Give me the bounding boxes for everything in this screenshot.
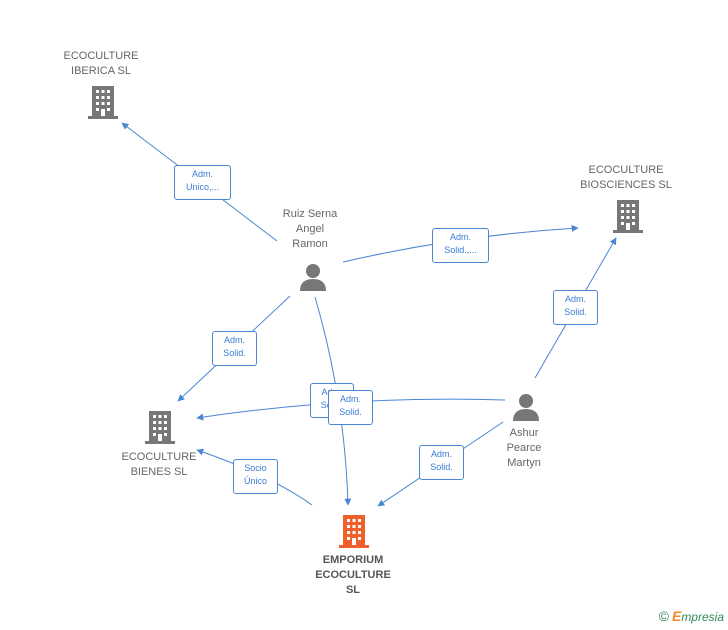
edge-label-line: Adm. bbox=[564, 294, 586, 304]
person-icon[interactable] bbox=[298, 262, 328, 297]
copyright-symbol: © bbox=[658, 608, 669, 624]
empresia-brand-text: mpresia bbox=[681, 610, 724, 624]
edge-label-line: Solid. bbox=[339, 407, 362, 417]
label-line: Martyn bbox=[507, 457, 541, 469]
label-line: Angel bbox=[295, 223, 325, 235]
edge-label-line: Solid.,... bbox=[444, 245, 477, 255]
edge-label-emporium-bienes[interactable]: Socio Único bbox=[233, 459, 278, 494]
edge-label-line: Solid. bbox=[223, 348, 246, 358]
edge-label-ashur-emporium[interactable]: Adm. Solid. bbox=[419, 445, 464, 480]
edge-label-ashur-biosciences[interactable]: Adm. Solid. bbox=[553, 290, 598, 325]
building-icon[interactable] bbox=[143, 409, 177, 450]
label-line: ECOCULTURE bbox=[121, 451, 197, 463]
edge-label-ruiz-emporium[interactable]: Adm. Solid. bbox=[328, 390, 373, 425]
main-company-building-icon[interactable] bbox=[337, 513, 371, 554]
edge-label-ruiz-bienes[interactable]: Adm. Solid. bbox=[212, 331, 257, 366]
label-line: Ramon bbox=[292, 238, 328, 250]
label-line: BIENES SL bbox=[130, 466, 188, 478]
edge-label-line: Único bbox=[243, 476, 267, 486]
company-label-ecoculture-iberica[interactable]: ECOCULTURE IBERICA SL bbox=[40, 49, 162, 79]
label-line: ECOCULTURE bbox=[315, 569, 391, 581]
label-line: Pearce bbox=[506, 442, 542, 454]
label-line: Ashur bbox=[509, 427, 539, 439]
edge-label-line: Solid. bbox=[564, 307, 587, 317]
edge-label-line: Solid. bbox=[430, 462, 453, 472]
empresia-credit[interactable]: ©Empresia bbox=[659, 608, 724, 624]
building-icon[interactable] bbox=[611, 198, 645, 239]
edge-label-line: Socio bbox=[244, 463, 267, 473]
company-label-emporium[interactable]: EMPORIUM ECOCULTURE SL bbox=[292, 553, 414, 598]
person-icon[interactable] bbox=[511, 392, 541, 427]
label-line: EMPORIUM bbox=[322, 554, 384, 566]
company-label-ecoculture-bienes[interactable]: ECOCULTURE BIENES SL bbox=[98, 450, 220, 480]
label-line: SL bbox=[345, 584, 361, 596]
building-icon[interactable] bbox=[86, 84, 120, 125]
empresia-logo-letter: E bbox=[671, 608, 682, 624]
label-line: IBERICA SL bbox=[71, 65, 131, 77]
edge-label-ruiz-iberica[interactable]: Adm. Unico,... bbox=[174, 165, 231, 200]
edge-label-line: Unico,... bbox=[185, 182, 219, 192]
edge-label-line: Adm. bbox=[449, 232, 471, 242]
company-label-ecoculture-biosciences[interactable]: ECOCULTURE BIOSCIENCES SL bbox=[565, 163, 687, 193]
edge-label-line: Adm. bbox=[191, 169, 213, 179]
label-line: ECOCULTURE bbox=[588, 164, 664, 176]
edge-label-line: Adm. bbox=[223, 335, 245, 345]
label-line: Ruiz Serna bbox=[282, 208, 338, 220]
person-label-ashur[interactable]: Ashur Pearce Martyn bbox=[484, 426, 564, 471]
label-line: BIOSCIENCES SL bbox=[580, 179, 672, 191]
edge-label-ruiz-biosciences[interactable]: Adm. Solid.,... bbox=[432, 228, 489, 263]
edge-label-line: Adm. bbox=[339, 394, 361, 404]
person-label-ruiz[interactable]: Ruiz Serna Angel Ramon bbox=[260, 207, 360, 252]
edge-label-line: Adm. bbox=[430, 449, 452, 459]
label-line: ECOCULTURE bbox=[63, 50, 139, 62]
